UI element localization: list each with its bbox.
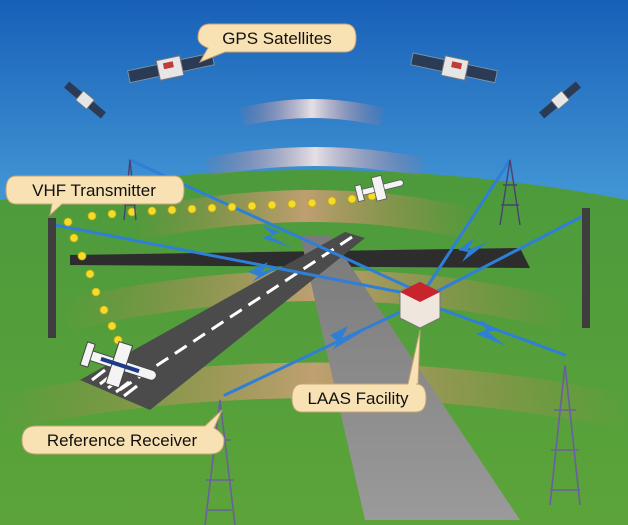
vhf-transmitter-callout: VHF Transmitter (5, 175, 185, 217)
laas-facility-callout: LAAS Facility (291, 329, 427, 413)
gps-satellites-label: GPS Satellites (222, 29, 332, 48)
lightning-icon (248, 225, 506, 350)
satellite-icon (539, 81, 581, 119)
satellite-icon (64, 81, 106, 119)
runway-centerline (114, 235, 353, 395)
airplane-icon (79, 340, 157, 389)
sky-signal-bands (205, 99, 425, 176)
vhf-signal-dots (63, 191, 377, 345)
reference-receiver-label: Reference Receiver (47, 431, 198, 450)
airplane-icon (354, 174, 404, 203)
vhf-transmitter-label: VHF Transmitter (32, 181, 156, 200)
gps-satellites-callout: GPS Satellites (197, 23, 357, 63)
laas-facility-label: LAAS Facility (307, 389, 409, 408)
tower-icon (48, 208, 590, 338)
satellite-icon (410, 52, 498, 84)
reference-receiver-callout: Reference Receiver (21, 409, 225, 455)
building-icon (399, 281, 441, 329)
